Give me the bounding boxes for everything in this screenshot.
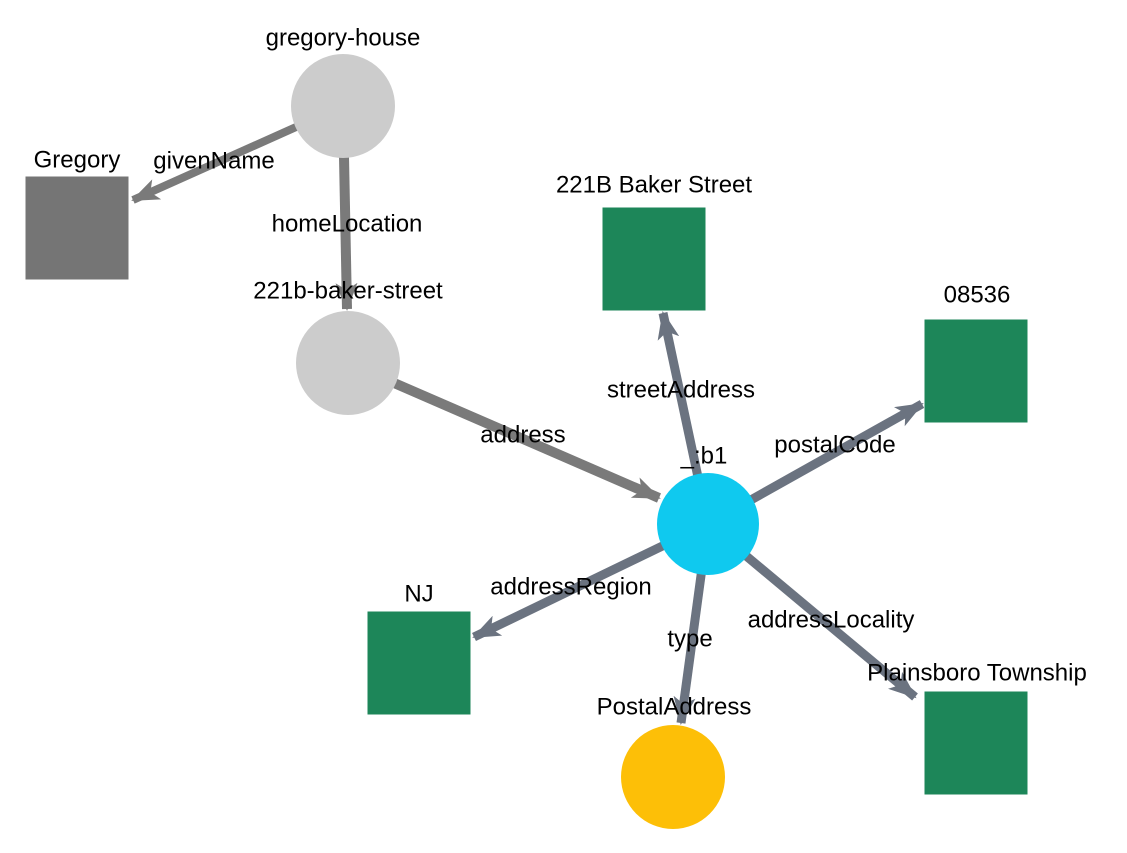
node-postal-address-class[interactable] bbox=[621, 725, 725, 829]
node-label-nj-literal: NJ bbox=[404, 580, 433, 607]
node-label-postal-address-class: PostalAddress bbox=[597, 693, 752, 720]
edge-address[interactable] bbox=[346, 358, 661, 503]
edge-label-type: type bbox=[667, 625, 712, 652]
node-label-plainsboro-literal: Plainsboro Township bbox=[867, 659, 1087, 686]
edge-label-addressRegion: addressRegion bbox=[490, 573, 651, 600]
node-b1[interactable] bbox=[657, 473, 759, 575]
node-label-gregory-house: gregory-house bbox=[266, 24, 421, 51]
node-postal-code-literal[interactable] bbox=[924, 319, 1028, 423]
edge-label-address: address bbox=[480, 421, 565, 448]
node-gregory-house[interactable] bbox=[291, 54, 395, 158]
node-nj-literal[interactable] bbox=[367, 611, 471, 715]
edge-label-homeLocation: homeLocation bbox=[272, 210, 423, 237]
node-label-221b-baker-street: 221b-baker-street bbox=[253, 277, 443, 304]
node-label-b1: _:b1 bbox=[680, 442, 728, 469]
node-label-gregory-literal: Gregory bbox=[34, 146, 121, 173]
edge-label-addressLocality: addressLocality bbox=[748, 606, 915, 633]
edge-label-streetAddress: streetAddress bbox=[607, 376, 755, 403]
node-layer bbox=[25, 54, 1028, 829]
node-221b-baker-street[interactable] bbox=[296, 311, 400, 415]
node-label-postal-code-literal: 08536 bbox=[944, 281, 1011, 308]
node-street-address-literal[interactable] bbox=[602, 207, 706, 311]
node-gregory-literal[interactable] bbox=[25, 176, 129, 280]
node-plainsboro-literal[interactable] bbox=[924, 691, 1028, 795]
node-label-street-address-literal: 221B Baker Street bbox=[556, 171, 752, 198]
edge-label-postalCode: postalCode bbox=[774, 431, 895, 458]
edge-label-givenName: givenName bbox=[153, 147, 274, 174]
